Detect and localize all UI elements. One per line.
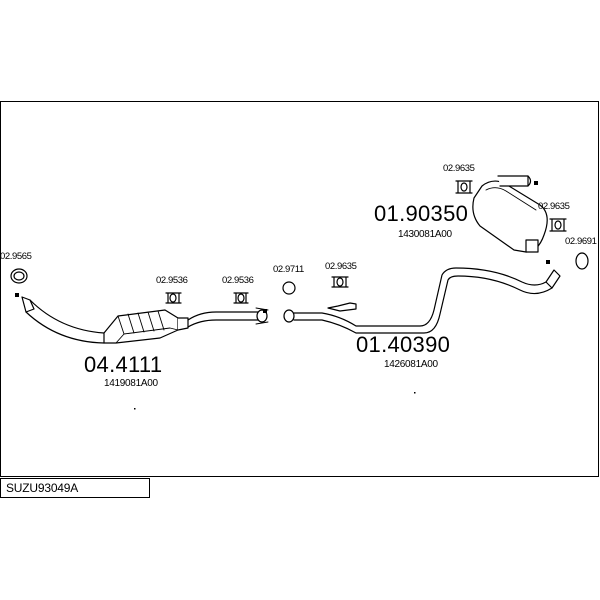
part-number-intermediate: 01.40390 bbox=[356, 332, 451, 357]
assembly-code: SUZU93049A bbox=[6, 481, 79, 495]
part-number-silencer: 01.90350 bbox=[374, 201, 469, 226]
index-marks bbox=[15, 181, 550, 410]
fitting-label: 02.9635 bbox=[538, 201, 570, 212]
fitting-drawings bbox=[10, 180, 589, 304]
fitting-label: 02.9635 bbox=[443, 163, 475, 174]
diagram-frame bbox=[0, 101, 599, 477]
fitting-label: 02.9691 bbox=[565, 236, 597, 247]
oem-number-catalytic: 1419081A00 bbox=[104, 378, 158, 389]
oem-number-silencer: 1430081A00 bbox=[398, 229, 452, 240]
fitting-label: 02.9711 bbox=[273, 264, 304, 275]
oem-number-intermediate: 1426081A00 bbox=[384, 359, 438, 370]
intermediate-pipe-drawing bbox=[283, 267, 561, 334]
front-pipe-catalytic-converter-drawing bbox=[21, 296, 269, 344]
fitting-label: 02.9536 bbox=[156, 275, 188, 286]
fitting-label: 02.9565 bbox=[0, 251, 32, 262]
rear-silencer-drawing bbox=[472, 175, 548, 253]
part-number-catalytic: 04.4111 bbox=[84, 352, 163, 377]
assembly-code-box: SUZU93049A bbox=[0, 478, 150, 498]
fitting-label: 02.9536 bbox=[222, 275, 254, 286]
fitting-label: 02.9635 bbox=[325, 261, 357, 272]
